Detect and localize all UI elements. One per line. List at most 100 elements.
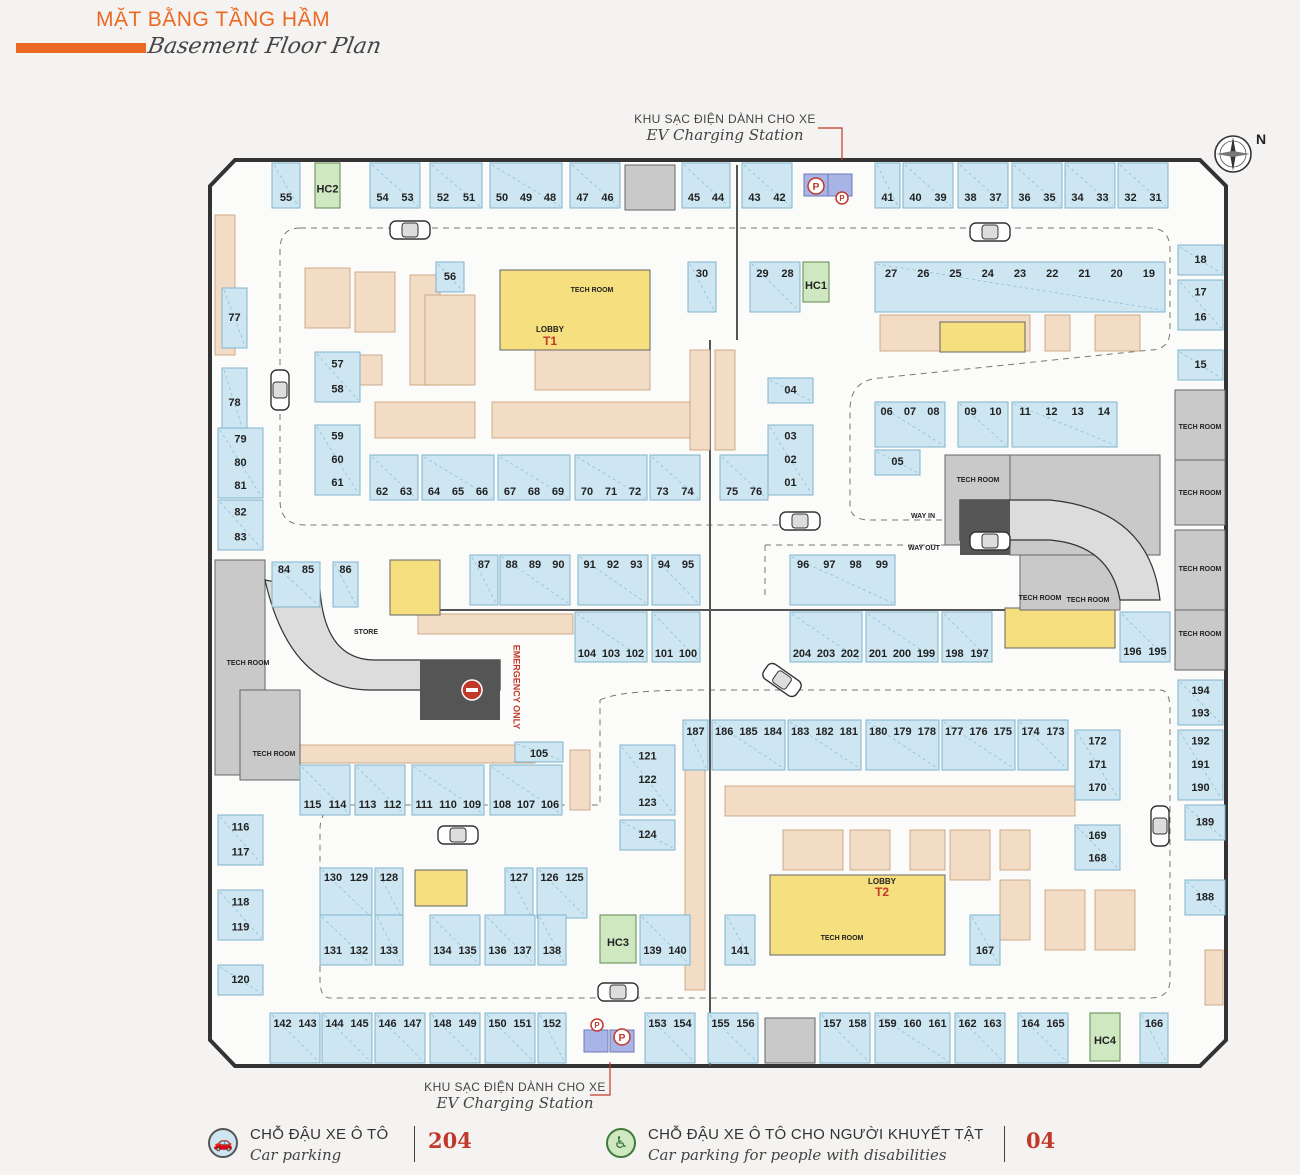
parking-space-124: 124: [638, 829, 657, 841]
parking-space-87: 87: [478, 559, 490, 571]
parking-space-diagonal: [321, 916, 371, 964]
parking-space-diagonal: [1179, 246, 1222, 274]
car-icon: 🚗: [208, 1128, 238, 1158]
parking-space-06: 06: [881, 406, 893, 418]
parking-space-119: 119: [232, 921, 250, 933]
parking-space-95: 95: [682, 559, 694, 571]
parking-space-48: 48: [544, 192, 556, 204]
parking-space-39: 39: [934, 192, 946, 204]
compass-icon: N: [1214, 131, 1266, 173]
parking-space-diagonal: [1179, 281, 1222, 329]
parking-space-112: 112: [384, 799, 402, 811]
core-t2: [769, 874, 946, 956]
tech-room-label: TECH ROOM: [1179, 424, 1222, 431]
parking-space-67: 67: [504, 486, 516, 498]
parking-space-diagonal: [571, 164, 619, 207]
parking-space-96: 96: [797, 559, 809, 571]
parking-space-diagonal: [506, 869, 532, 917]
parking-space-177: 177: [945, 726, 963, 738]
tech-room-label: TECH ROOM: [1067, 597, 1110, 604]
legend: 🚗 CHỖ ĐẬU XE Ô TÔ Car parking 204 ♿ CHỖ …: [0, 1118, 1300, 1175]
car-icon: [389, 220, 431, 240]
parking-space-72: 72: [629, 486, 641, 498]
parking-space-198: 198: [945, 648, 963, 660]
ev-p-icon: [807, 177, 825, 195]
tech-room-east-4: [1174, 609, 1226, 671]
bike-parking: [491, 401, 698, 439]
parking-space-58: 58: [331, 383, 343, 395]
parking-space-152: 152: [543, 1018, 561, 1030]
compass-north-label: N: [1256, 132, 1266, 147]
legend-disabled-count: 04: [1026, 1128, 1056, 1153]
parking-space-diagonal: [371, 456, 417, 499]
parking-space-63: 63: [400, 486, 412, 498]
parking-space-197: 197: [970, 648, 988, 660]
ev-p-icon-letter: P: [594, 1021, 599, 1030]
parking-space-diagonal: [1019, 1014, 1067, 1062]
legend-disabled-vi: CHỖ ĐẬU XE Ô TÔ CHO NGƯỜI KHUYẾT TẬT: [648, 1126, 984, 1143]
parking-space-101: 101: [655, 648, 673, 660]
parking-space-49: 49: [520, 192, 532, 204]
stair-core-south: [414, 869, 468, 907]
parking-space-diagonal: [689, 263, 715, 311]
bike-parking: [714, 349, 736, 451]
parking-space-23: 23: [1014, 268, 1026, 280]
bike-parking: [1044, 314, 1071, 352]
parking-space-02: 02: [784, 454, 796, 466]
ev-callout-bottom-en: EV Charging Station: [436, 1094, 594, 1112]
title-vietnamese: MẶT BẰNG TẦNG HẦM: [96, 8, 331, 31]
car-icon: [1150, 805, 1170, 847]
parking-space-109: 109: [463, 799, 481, 811]
bike-parking: [689, 349, 711, 451]
tech-room-east-3: [1174, 529, 1226, 611]
parking-row: [271, 162, 301, 209]
parking-space-144: 144: [325, 1018, 344, 1030]
parking-space-12: 12: [1045, 406, 1057, 418]
parking-space-18: 18: [1194, 254, 1206, 266]
parking-space-93: 93: [630, 559, 642, 571]
parking-space-29: 29: [756, 268, 768, 280]
parking-space-143: 143: [298, 1018, 316, 1030]
parking-space-117: 117: [232, 846, 250, 858]
parking-space-204: 204: [793, 648, 812, 660]
tech-room-label: TECH ROOM: [957, 477, 1000, 484]
parking-row: [319, 914, 373, 966]
bike-parking: [999, 829, 1031, 871]
car-icon: [969, 222, 1011, 242]
legend-car-count: 204: [428, 1128, 472, 1153]
parking-row: [789, 611, 863, 663]
parking-space-132: 132: [350, 945, 368, 957]
parking-space-55: 55: [280, 192, 292, 204]
parking-space-22: 22: [1046, 268, 1058, 280]
parking-space-108: 108: [493, 799, 511, 811]
way-out-label: WAY OUT: [908, 545, 941, 552]
parking-space-30: 30: [696, 268, 708, 280]
parking-space-diagonal: [431, 164, 481, 207]
stair-core-ramp: [1004, 607, 1116, 649]
parking-space-140: 140: [668, 945, 686, 957]
car-roof: [609, 984, 627, 1000]
parking-space-66: 66: [476, 486, 488, 498]
parking-space-110: 110: [439, 799, 457, 811]
parking-space-89: 89: [529, 559, 541, 571]
parking-space-diagonal: [423, 456, 493, 499]
parking-space-84: 84: [278, 564, 291, 576]
parking-space-193: 193: [1191, 708, 1209, 720]
parking-space-106: 106: [541, 799, 559, 811]
parking-space-83: 83: [234, 531, 246, 543]
lobby-label-t2: LOBBY: [868, 877, 897, 886]
parking-space-92: 92: [607, 559, 619, 571]
hc-space-1-label: HC1: [805, 280, 827, 292]
parking-space-26: 26: [917, 268, 929, 280]
tech-room-label: TECH ROOM: [1019, 595, 1062, 602]
parking-space-diagonal: [334, 563, 357, 606]
parking-space-47: 47: [576, 192, 588, 204]
parking-space-141: 141: [731, 945, 749, 957]
parking-space-61: 61: [331, 477, 343, 489]
parking-space-122: 122: [638, 774, 656, 786]
parking-space-10: 10: [989, 406, 1001, 418]
hc-space-3-label: HC3: [607, 937, 629, 949]
car-roof: [449, 827, 467, 843]
parking-space-160: 160: [903, 1018, 921, 1030]
parking-space-diagonal: [321, 869, 371, 917]
